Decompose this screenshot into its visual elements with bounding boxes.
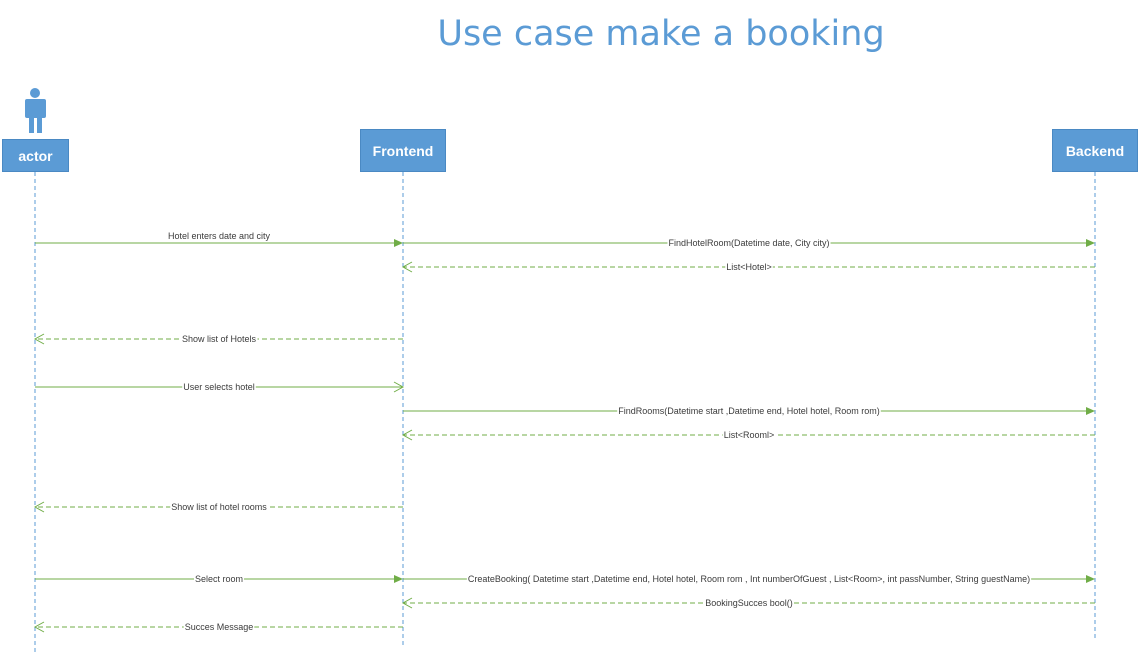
- message-9: Select room: [35, 574, 403, 584]
- message-label: Select room: [195, 574, 243, 584]
- label-background: [466, 574, 1032, 584]
- message-11: BookingSucces bool(): [401, 597, 1095, 609]
- message-label: User selects hotel: [183, 382, 255, 392]
- person-icon: [25, 88, 46, 133]
- message-label: Succes Message: [185, 622, 254, 632]
- label-background: [722, 430, 776, 440]
- message-label: Hotel enters date and city: [168, 231, 271, 241]
- arrowhead-open: [33, 621, 45, 633]
- message-5: User selects hotel: [35, 381, 405, 393]
- label-background: [667, 238, 831, 248]
- message-2: FindHotelRoom(Datetime date, City city): [403, 238, 1095, 248]
- arrowhead-open: [401, 429, 413, 441]
- message-label: FindHotelRoom(Datetime date, City city): [668, 238, 829, 248]
- message-6: FindRooms(Datetime start ,Datetime end, …: [403, 406, 1095, 416]
- message-7: List<Rooml>: [401, 429, 1095, 441]
- message-label: BookingSucces bool(): [705, 598, 793, 608]
- diagram-title: Use case make a booking: [437, 14, 885, 54]
- label-background: [183, 622, 255, 632]
- message-3: List<Hotel>: [401, 261, 1095, 273]
- message-4: Show list of Hotels: [33, 333, 403, 345]
- label-background: [180, 334, 258, 344]
- label-background: [182, 382, 256, 392]
- arrowhead-open: [33, 333, 45, 345]
- message-10: CreateBooking( Datetime start ,Datetime …: [403, 574, 1095, 584]
- message-label: CreateBooking( Datetime start ,Datetime …: [468, 574, 1030, 584]
- message-1: Hotel enters date and city: [35, 231, 403, 247]
- arrowhead-filled: [1086, 407, 1095, 415]
- arrowhead-open: [401, 597, 413, 609]
- arrowhead-filled: [1086, 575, 1095, 583]
- label-background: [725, 262, 773, 272]
- participant-actor: actor: [2, 139, 69, 172]
- arrowhead-filled: [394, 239, 403, 247]
- label-background: [617, 406, 881, 416]
- arrowhead-open: [401, 261, 413, 273]
- label-background: [170, 502, 269, 512]
- message-label: FindRooms(Datetime start ,Datetime end, …: [618, 406, 880, 416]
- message-label: List<Rooml>: [724, 430, 775, 440]
- message-label: Show list of Hotels: [182, 334, 257, 344]
- participant-frontend: Frontend: [360, 129, 446, 172]
- arrowhead-open: [33, 501, 45, 513]
- message-8: Show list of hotel rooms: [33, 501, 403, 513]
- arrowhead-filled: [394, 575, 403, 583]
- arrowhead-open: [393, 381, 405, 393]
- arrowhead-filled: [1086, 239, 1095, 247]
- message-label: Show list of hotel rooms: [171, 502, 267, 512]
- label-background: [193, 574, 245, 584]
- label-background: [704, 598, 794, 608]
- participant-backend: Backend: [1052, 129, 1138, 172]
- message-label: List<Hotel>: [726, 262, 772, 272]
- message-12: Succes Message: [33, 621, 403, 633]
